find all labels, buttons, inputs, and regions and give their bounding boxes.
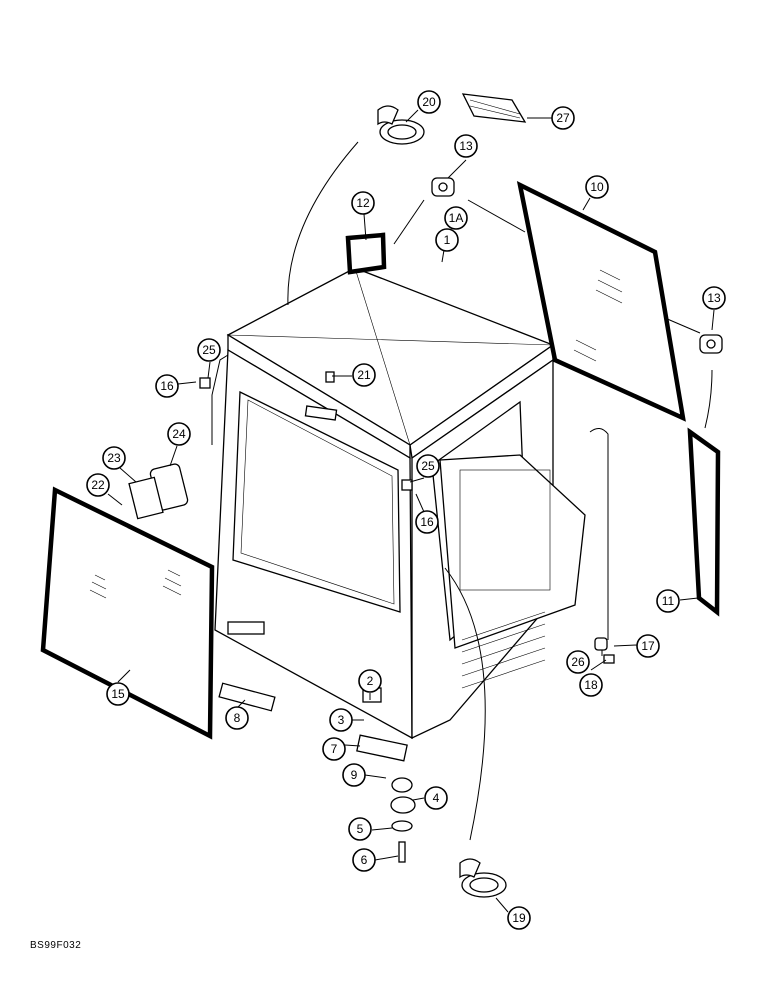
svg-text:27: 27: [556, 111, 570, 125]
leader-lines: [107, 109, 715, 913]
svg-text:2: 2: [367, 674, 374, 688]
callout-7: 7: [322, 737, 346, 761]
svg-text:13: 13: [459, 139, 473, 153]
svg-text:10: 10: [590, 180, 604, 194]
svg-text:1A: 1A: [449, 211, 464, 225]
callout-6: 6: [352, 848, 376, 872]
door-window-11: [687, 427, 721, 617]
panel-23-24: [128, 463, 189, 520]
svg-text:12: 12: [356, 196, 370, 210]
svg-text:8: 8: [234, 711, 241, 725]
svg-text:22: 22: [91, 478, 105, 492]
callout-1: 1: [435, 228, 459, 252]
callout-11: 11: [656, 589, 680, 613]
svg-text:20: 20: [422, 95, 436, 109]
callout-16: 16: [155, 374, 179, 398]
callout-13: 13: [454, 134, 478, 158]
callout-25: 25: [197, 338, 221, 362]
rear-window-10: [516, 180, 686, 422]
seal-19: [459, 858, 507, 898]
callout-24: 24: [167, 422, 191, 446]
callout-21: 21: [352, 363, 376, 387]
filter-27: [461, 93, 527, 123]
callout-26: 26: [566, 650, 590, 674]
callout-10: 10: [585, 175, 609, 199]
callout-1a: 1A: [444, 206, 468, 230]
cab-body: [211, 267, 586, 740]
svg-text:9: 9: [351, 768, 358, 782]
svg-text:7: 7: [331, 742, 338, 756]
svg-text:17: 17: [641, 639, 655, 653]
svg-text:18: 18: [584, 678, 598, 692]
callout-18: 18: [579, 673, 603, 697]
callout-3: 3: [329, 708, 353, 732]
callout-22: 22: [86, 473, 110, 497]
latch-13-right: [699, 334, 723, 354]
hand-rail-17: [589, 428, 609, 640]
svg-text:13: 13: [707, 291, 721, 305]
callout-19: 19: [507, 906, 531, 930]
louver-panel: [461, 611, 546, 689]
callout-5: 5: [348, 817, 372, 841]
callout-15: 15: [106, 682, 130, 706]
callout-9: 9: [342, 763, 366, 787]
svg-text:6: 6: [361, 853, 368, 867]
callout-25: 25: [416, 454, 440, 478]
callout-2: 2: [358, 669, 382, 693]
svg-text:5: 5: [357, 822, 364, 836]
figure-code: BS99F032: [30, 940, 82, 951]
svg-text:25: 25: [202, 343, 216, 357]
svg-text:24: 24: [172, 427, 186, 441]
latch-13-top: [431, 177, 455, 197]
svg-text:19: 19: [512, 911, 526, 925]
svg-text:16: 16: [160, 379, 174, 393]
svg-text:3: 3: [338, 713, 345, 727]
svg-text:16: 16: [420, 515, 434, 529]
svg-text:26: 26: [571, 655, 585, 669]
callout-8: 8: [225, 706, 249, 730]
callout-20: 20: [417, 90, 441, 114]
callout-23: 23: [102, 446, 126, 470]
callout-4: 4: [424, 786, 448, 810]
callout-16: 16: [415, 510, 439, 534]
callout-27: 27: [551, 106, 575, 130]
svg-text:4: 4: [433, 791, 440, 805]
svg-text:1: 1: [444, 233, 451, 247]
svg-text:25: 25: [421, 459, 435, 473]
mount-parts: [199, 371, 615, 863]
svg-text:23: 23: [107, 451, 121, 465]
side-window-15: [40, 486, 215, 740]
seal-20: [377, 105, 425, 145]
callout-17: 17: [636, 634, 660, 658]
svg-text:11: 11: [662, 594, 675, 608]
top-window-12: [345, 232, 387, 275]
callout-12: 12: [351, 191, 375, 215]
svg-text:21: 21: [357, 368, 371, 382]
svg-text:15: 15: [111, 687, 125, 701]
callout-13: 13: [702, 286, 726, 310]
